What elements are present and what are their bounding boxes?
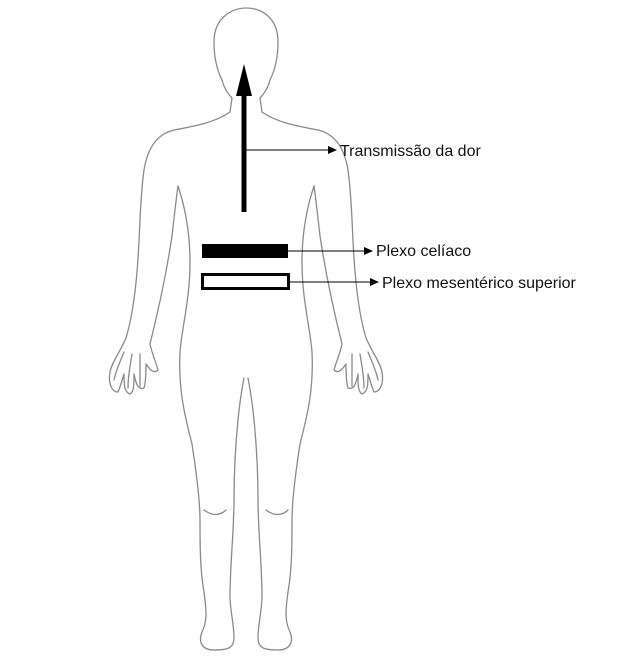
pain-pathway-arrow	[236, 64, 252, 212]
right-side-outline	[248, 112, 383, 650]
pain-transmission-label: Transmissão da dor	[340, 143, 481, 160]
left-side-outline	[109, 112, 244, 650]
superior-mesenteric-plexus-block	[203, 275, 289, 289]
celiac-plexus-label: Plexo celíaco	[376, 243, 471, 260]
pain-pathway-arrowhead	[236, 64, 252, 96]
knee-lines	[204, 510, 288, 515]
celiac-plexus-block	[202, 244, 288, 258]
superior-mesenteric-plexus-label: Plexo mesentérico superior	[382, 275, 577, 292]
